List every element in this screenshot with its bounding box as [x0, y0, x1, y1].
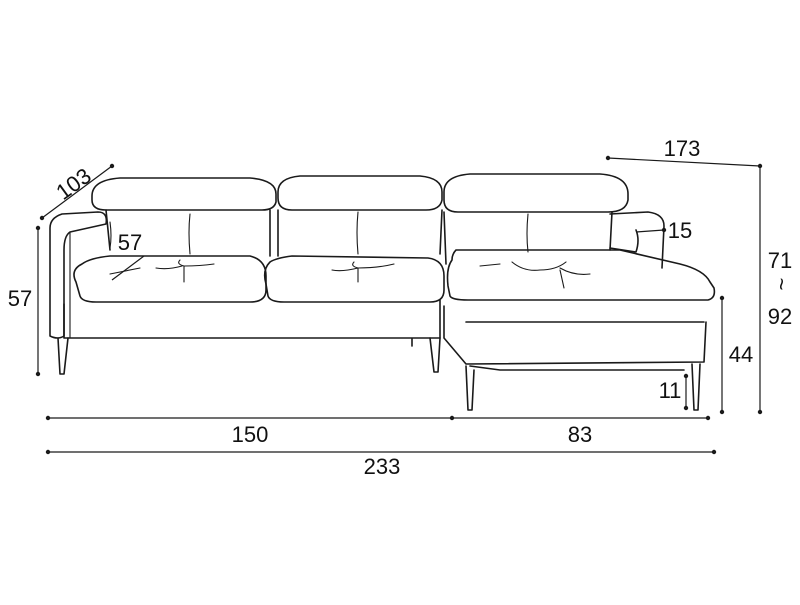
back-cushion-right-creases — [526, 213, 529, 253]
leg-front-left — [57, 337, 69, 375]
label-leg-height: 11 — [659, 378, 682, 403]
label-back-height-max: 92 — [768, 304, 792, 329]
sofa-base-main — [63, 299, 441, 347]
chaise-seat-tufts — [479, 261, 591, 289]
left-armrest — [49, 211, 108, 339]
seat-cushion-left — [73, 255, 267, 303]
back-cushion-right — [443, 211, 613, 265]
label-seat-depth: 57 — [118, 230, 142, 255]
headrest-middle — [277, 175, 443, 211]
sofa-drawing — [49, 173, 716, 411]
seat-cushion-middle-tufts — [331, 261, 395, 283]
seat-cushion-middle — [263, 255, 445, 303]
label-chaise-width: 83 — [568, 422, 592, 447]
leg-chaise-left — [465, 365, 475, 411]
seat-cushion-left-tufts — [109, 259, 215, 283]
headrest-right — [443, 173, 629, 213]
label-seat-height: 44 — [729, 342, 753, 367]
leg-front-middle — [429, 337, 441, 373]
label-total-width: 233 — [364, 454, 401, 479]
back-cushion-middle — [277, 209, 443, 257]
headrest-left — [91, 177, 277, 211]
back-cushion-left — [105, 209, 271, 257]
label-main-width: 150 — [232, 422, 269, 447]
leg-chaise-right — [691, 363, 701, 411]
label-back-height-min: 71 — [768, 248, 792, 273]
chaise-base — [443, 305, 707, 371]
label-armrest-width: 15 — [668, 218, 692, 243]
right-armrest — [609, 211, 665, 269]
label-chaise-length: 173 — [664, 136, 701, 161]
back-cushion-left-creases — [109, 213, 191, 255]
back-cushion-middle-creases — [356, 211, 359, 255]
dimension-labels: 103 57 57 173 15 71 ~ 92 44 11 150 83 23… — [8, 136, 794, 479]
label-arm-height: 57 — [8, 286, 32, 311]
label-depth: 103 — [51, 163, 95, 205]
label-back-height-tilde: ~ — [769, 278, 794, 291]
dimension-lines — [35, 155, 763, 455]
chaise-seat — [446, 249, 716, 301]
